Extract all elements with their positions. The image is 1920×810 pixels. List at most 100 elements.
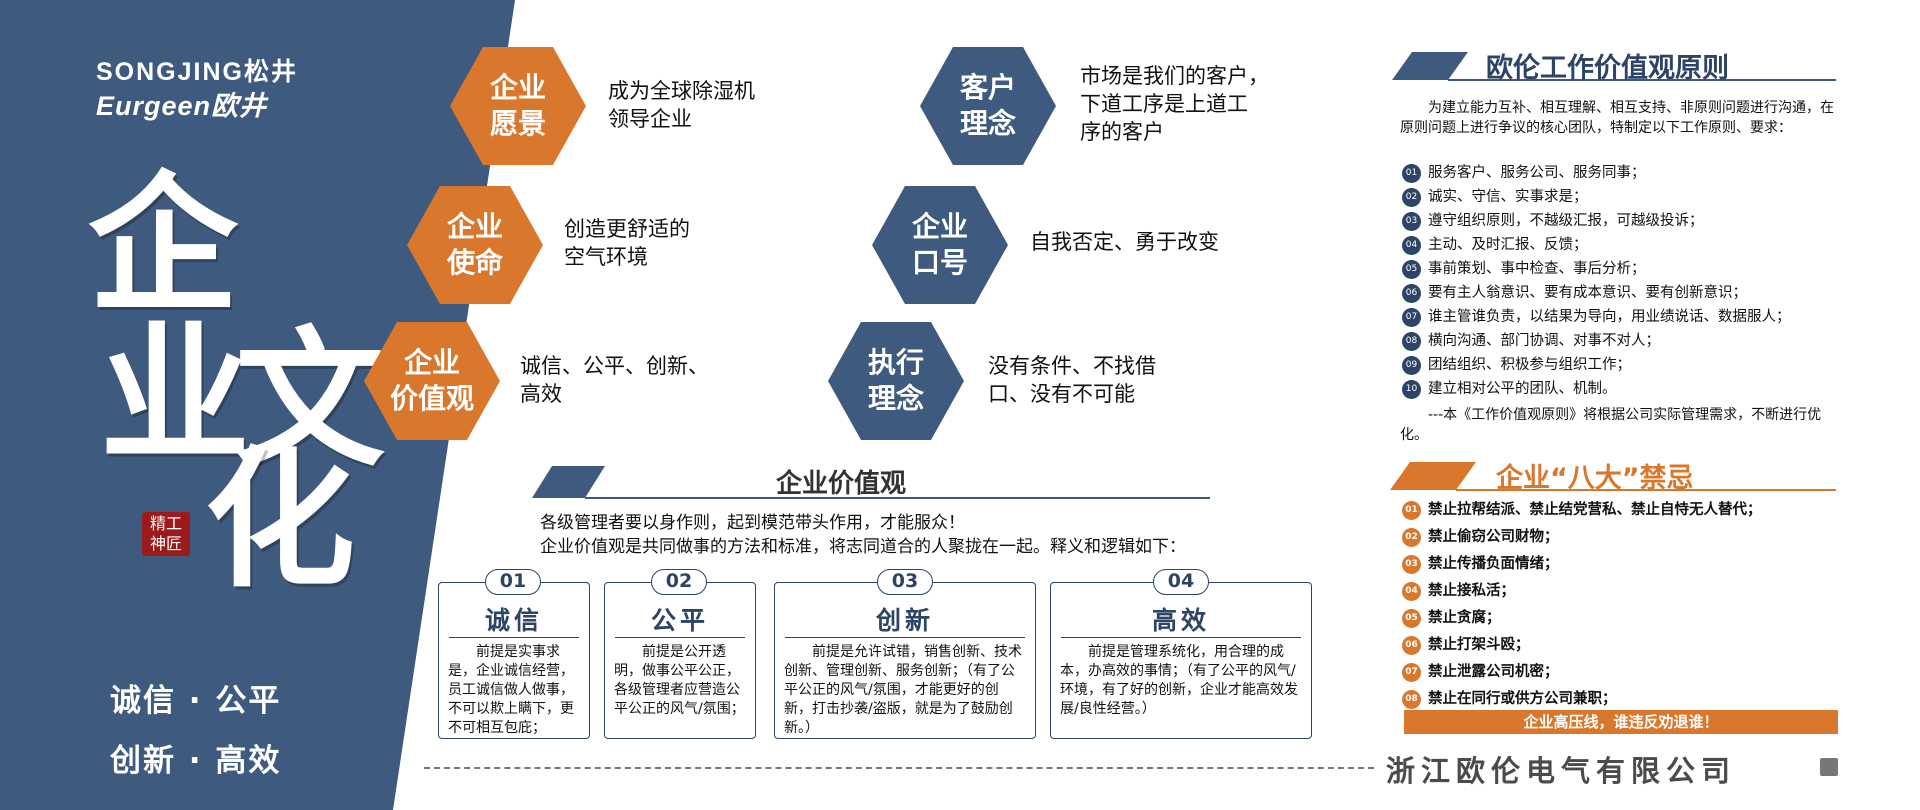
- hex-shape: [407, 186, 543, 304]
- execution-description: 没有条件、不找借口、没有不可能: [988, 354, 1156, 406]
- item-number: 07: [1402, 307, 1421, 327]
- hex-shape: [450, 47, 586, 165]
- vision-description: 成为全球除湿机领导企业: [608, 79, 755, 131]
- hex-slogan-label: 企业口号: [911, 210, 968, 279]
- card-title: 高效: [1151, 606, 1210, 635]
- list-item: 07 谁主管谁负责，以结果为导向，用业绩说话、数据服人；: [1402, 305, 1791, 329]
- item-text: 主动、及时汇报、反馈；: [1428, 237, 1588, 253]
- card-divider: [615, 637, 745, 638]
- item-text: 建立相对公平的团队、机制。: [1428, 381, 1617, 397]
- item-text: 禁止在同行或供方公司兼职；: [1428, 691, 1617, 707]
- item-text: 要有主人翁意识、要有成本意识、要有创新意识；: [1428, 285, 1747, 301]
- brand-eurgeen-logo: Eurgeen欧井: [96, 91, 268, 121]
- item-text: 禁止打架斗殴；: [1428, 637, 1530, 653]
- item-number: 06: [1402, 283, 1421, 303]
- customer-description: 市场是我们的客户，下道工序是上道工序的客户: [1080, 64, 1269, 144]
- item-text: 禁止泄露公司机密；: [1428, 664, 1559, 680]
- item-number: 07: [1402, 663, 1421, 682]
- item-text: 遵守组织原则，不越级汇报，可越级投诉；: [1428, 213, 1704, 229]
- card-text: 前提是公开透明，做事公平公正，各级管理者应营造公平公正的风气/氛围；: [614, 644, 745, 717]
- hex-shape: [872, 186, 1008, 304]
- item-text: 禁止偷窃公司财物；: [1428, 529, 1559, 545]
- company-square-mark: [1820, 758, 1838, 776]
- item-number: 03: [1402, 211, 1421, 231]
- values-intro-line-1: 各级管理者要以身作则，起到模范带头作用，才能服众！: [540, 513, 965, 533]
- value-card-innovation: 03 创新 前提是允许试错，销售创新、技术创新、管理创新、服务创新；（有了公平公…: [774, 569, 1036, 739]
- item-number: 08: [1402, 331, 1421, 351]
- hex-shape: [364, 322, 500, 440]
- card-title: 公平: [650, 606, 709, 635]
- card-text: 前提是实事求是，企业诚信经营，员工诚信做人做事，不可以欺上瞒下，更不可相互包庇；: [448, 644, 574, 736]
- card-number: 03: [877, 569, 933, 595]
- card-number: 04: [1153, 569, 1209, 595]
- item-text: 事前策划、事中检查、事后分析；: [1428, 261, 1646, 277]
- brand-songjing-logo: SONGJING松井: [96, 58, 298, 86]
- slogan-line-1: 诚信 · 公平: [110, 683, 282, 719]
- value-card-fairness: 02 公平 前提是公开透明，做事公平公正，各级管理者应营造公平公正的风气/氛围；: [604, 569, 756, 739]
- card-number: 01: [485, 569, 541, 595]
- list-item: 04 主动、及时汇报、反馈；: [1402, 233, 1791, 257]
- item-text: 禁止接私活；: [1428, 583, 1515, 599]
- seal-char: 匠: [166, 534, 183, 553]
- item-text: 服务客户、服务公司、服务同事；: [1428, 165, 1646, 181]
- craftsman-spirit-seal: 精工 神匠: [142, 512, 190, 556]
- item-number: 02: [1402, 187, 1421, 207]
- hex-shape: [828, 322, 964, 440]
- hex-slogan: 企业口号: [870, 184, 1010, 306]
- item-number: 03: [1402, 555, 1421, 574]
- item-text: 横向沟通、部门协调、对事不对人；: [1428, 333, 1660, 349]
- card-divider: [449, 637, 579, 638]
- seal-char: 工: [166, 514, 183, 533]
- principles-title: 欧伦工作价值观原则: [1486, 53, 1729, 84]
- slogan-description: 自我否定、勇于改变: [1030, 230, 1219, 254]
- principles-intro: 为建立能力互补、相互理解、相互支持、非原则问题进行沟通，在原则问题上进行争议的核…: [1400, 100, 1834, 136]
- mission-description: 创造更舒适的空气环境: [564, 217, 690, 269]
- hero-char-1: 企: [88, 157, 239, 333]
- values-description: 诚信、公平、创新、高效: [520, 354, 709, 406]
- item-number: 08: [1402, 690, 1421, 709]
- card-divider: [1061, 637, 1301, 638]
- hex-customer: 客户理念: [918, 45, 1058, 167]
- list-item: 08 禁止在同行或供方公司兼职；: [1402, 686, 1762, 713]
- card-text: 前提是允许试错，销售创新、技术创新、管理创新、服务创新；（有了公平公正的风气/氛…: [784, 644, 1022, 736]
- hex-mission-label: 企业使命: [446, 210, 503, 279]
- hero-char-3: 文: [235, 312, 386, 488]
- value-card-efficiency: 04 高效 前提是管理系统化，用合理的成本，办高效的事情；（有了公平的风气/环境…: [1050, 569, 1312, 739]
- left-navy-panel: [0, 0, 515, 810]
- values-intro-line-2: 企业价值观是共同做事的方法和标准，将志同道合的人聚拢在一起。释义和逻辑如下：: [540, 537, 1186, 557]
- item-text: 禁止传播负面情绪；: [1428, 556, 1559, 572]
- seal-char: 神: [149, 534, 166, 553]
- item-text: 谁主管谁负责，以结果为导向，用业绩说话、数据服人；: [1428, 309, 1791, 325]
- hex-execution: 执行理念: [826, 320, 966, 442]
- seal-char: 精: [149, 514, 166, 533]
- item-number: 06: [1402, 636, 1421, 655]
- taboos-title: 企业“八大”禁忌: [1496, 463, 1694, 494]
- value-card-integrity: 01 诚信 前提是实事求是，企业诚信经营，员工诚信做人做事，不可以欺上瞒下，更不…: [438, 569, 590, 739]
- list-item: 02 禁止偷窃公司财物；: [1402, 524, 1762, 551]
- values-section-title: 企业价值观: [776, 469, 907, 499]
- item-number: 05: [1402, 259, 1421, 279]
- item-text: 禁止拉帮结派、禁止结党营私、禁止自恃无人替代；: [1428, 502, 1762, 518]
- item-text: 禁止贪腐；: [1428, 610, 1501, 626]
- hex-values: 企业价值观: [362, 320, 502, 442]
- footer-dashed-divider: [424, 767, 1374, 769]
- hero-char-4: 化: [205, 432, 356, 608]
- item-number: 02: [1402, 528, 1421, 547]
- company-name: 浙江欧伦电气有限公司: [1386, 754, 1737, 788]
- card-title: 创新: [875, 606, 934, 635]
- hex-vision: 企业愿景: [448, 45, 588, 167]
- hex-vision-label: 企业愿景: [489, 71, 546, 140]
- item-number: 09: [1402, 355, 1421, 375]
- item-number: 05: [1402, 609, 1421, 628]
- hex-shape: [920, 47, 1056, 165]
- item-number: 04: [1402, 235, 1421, 255]
- item-number: 01: [1402, 163, 1421, 183]
- list-item: 05 禁止贪腐；: [1402, 605, 1762, 632]
